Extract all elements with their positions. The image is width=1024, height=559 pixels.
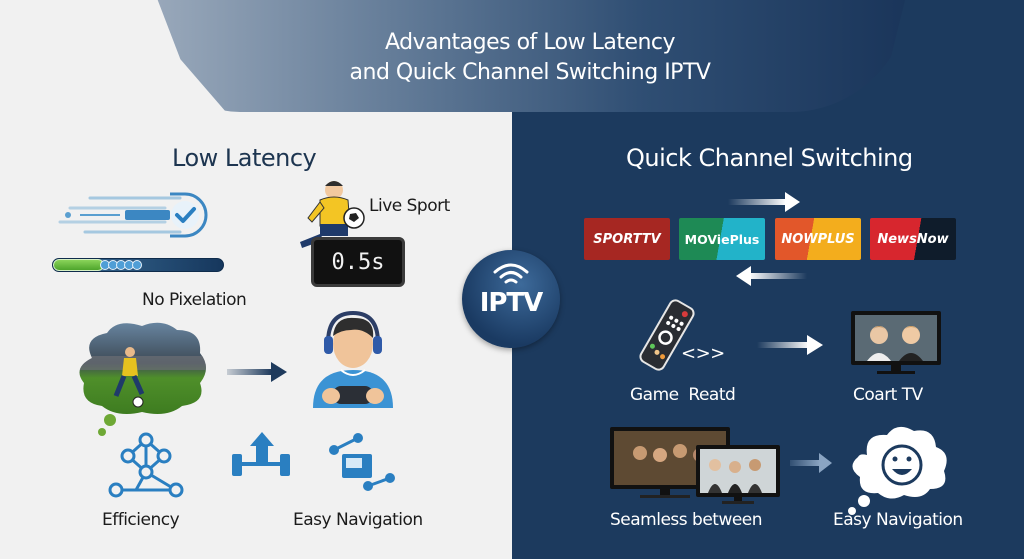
live-sport-label: Live Sport <box>369 196 450 216</box>
dual-tv-icon <box>610 427 780 504</box>
latency-progress-bar <box>52 258 224 272</box>
remote-control-icon <box>639 299 695 371</box>
navigation-panel-icon <box>329 433 395 491</box>
speed-check-icon <box>58 192 208 238</box>
easy-navigation-label-left: Easy Navigation <box>293 510 423 530</box>
progress-segment <box>132 260 142 270</box>
coart-tv-label: Coart TV <box>853 385 923 405</box>
channel-newsnow[interactable]: NewsNow <box>870 218 956 260</box>
efficiency-label: Efficiency <box>102 510 180 530</box>
quick-switching-heading: Quick Channel Switching <box>626 144 913 172</box>
seamless-between-label: Seamless between <box>610 510 763 530</box>
low-latency-heading: Low Latency <box>172 144 317 172</box>
wifi-signal-icon <box>493 263 529 284</box>
gamer-with-controller-icon <box>313 310 393 408</box>
arrow-right-icon <box>227 362 287 382</box>
iptv-badge: IPTV <box>462 250 560 348</box>
arrow-right-icon <box>757 335 823 355</box>
title-banner <box>150 0 910 112</box>
title-line-1: Advantages of Low Latency <box>384 30 676 55</box>
timer-value: 0.5s <box>331 249 385 275</box>
page-title: Advantages of Low Latency and Quick Chan… <box>150 28 910 88</box>
no-pixelation-label: No Pixelation <box>142 290 247 310</box>
tv-screen-icon <box>851 311 941 374</box>
upload-arrow-icon <box>232 432 290 476</box>
arrow-left-icon <box>736 266 807 286</box>
stadium-thought-cloud-icon <box>79 322 206 436</box>
progress-fill <box>53 259 104 271</box>
title-line-2: and Quick Channel Switching IPTV <box>349 60 711 85</box>
channel-nowplus[interactable]: NOWPLUS <box>775 218 861 260</box>
iptv-label: IPTV <box>479 288 544 318</box>
arrow-right-icon <box>790 453 832 473</box>
network-nodes-icon <box>108 432 184 498</box>
channel-sporttv[interactable]: SPORTTV <box>584 218 670 260</box>
smiley-cloud-icon <box>848 426 947 515</box>
channel-movieplus[interactable]: MOViePlus <box>679 218 765 260</box>
remote-glyph: <>> <box>681 343 725 364</box>
soccer-player-icon <box>300 181 365 248</box>
digital-timer: 0.5s <box>311 237 405 287</box>
easy-navigation-label-right: Easy Navigation <box>833 510 963 530</box>
game-ready-label: Game Reatd <box>630 385 736 405</box>
arrow-right-icon <box>728 192 800 212</box>
